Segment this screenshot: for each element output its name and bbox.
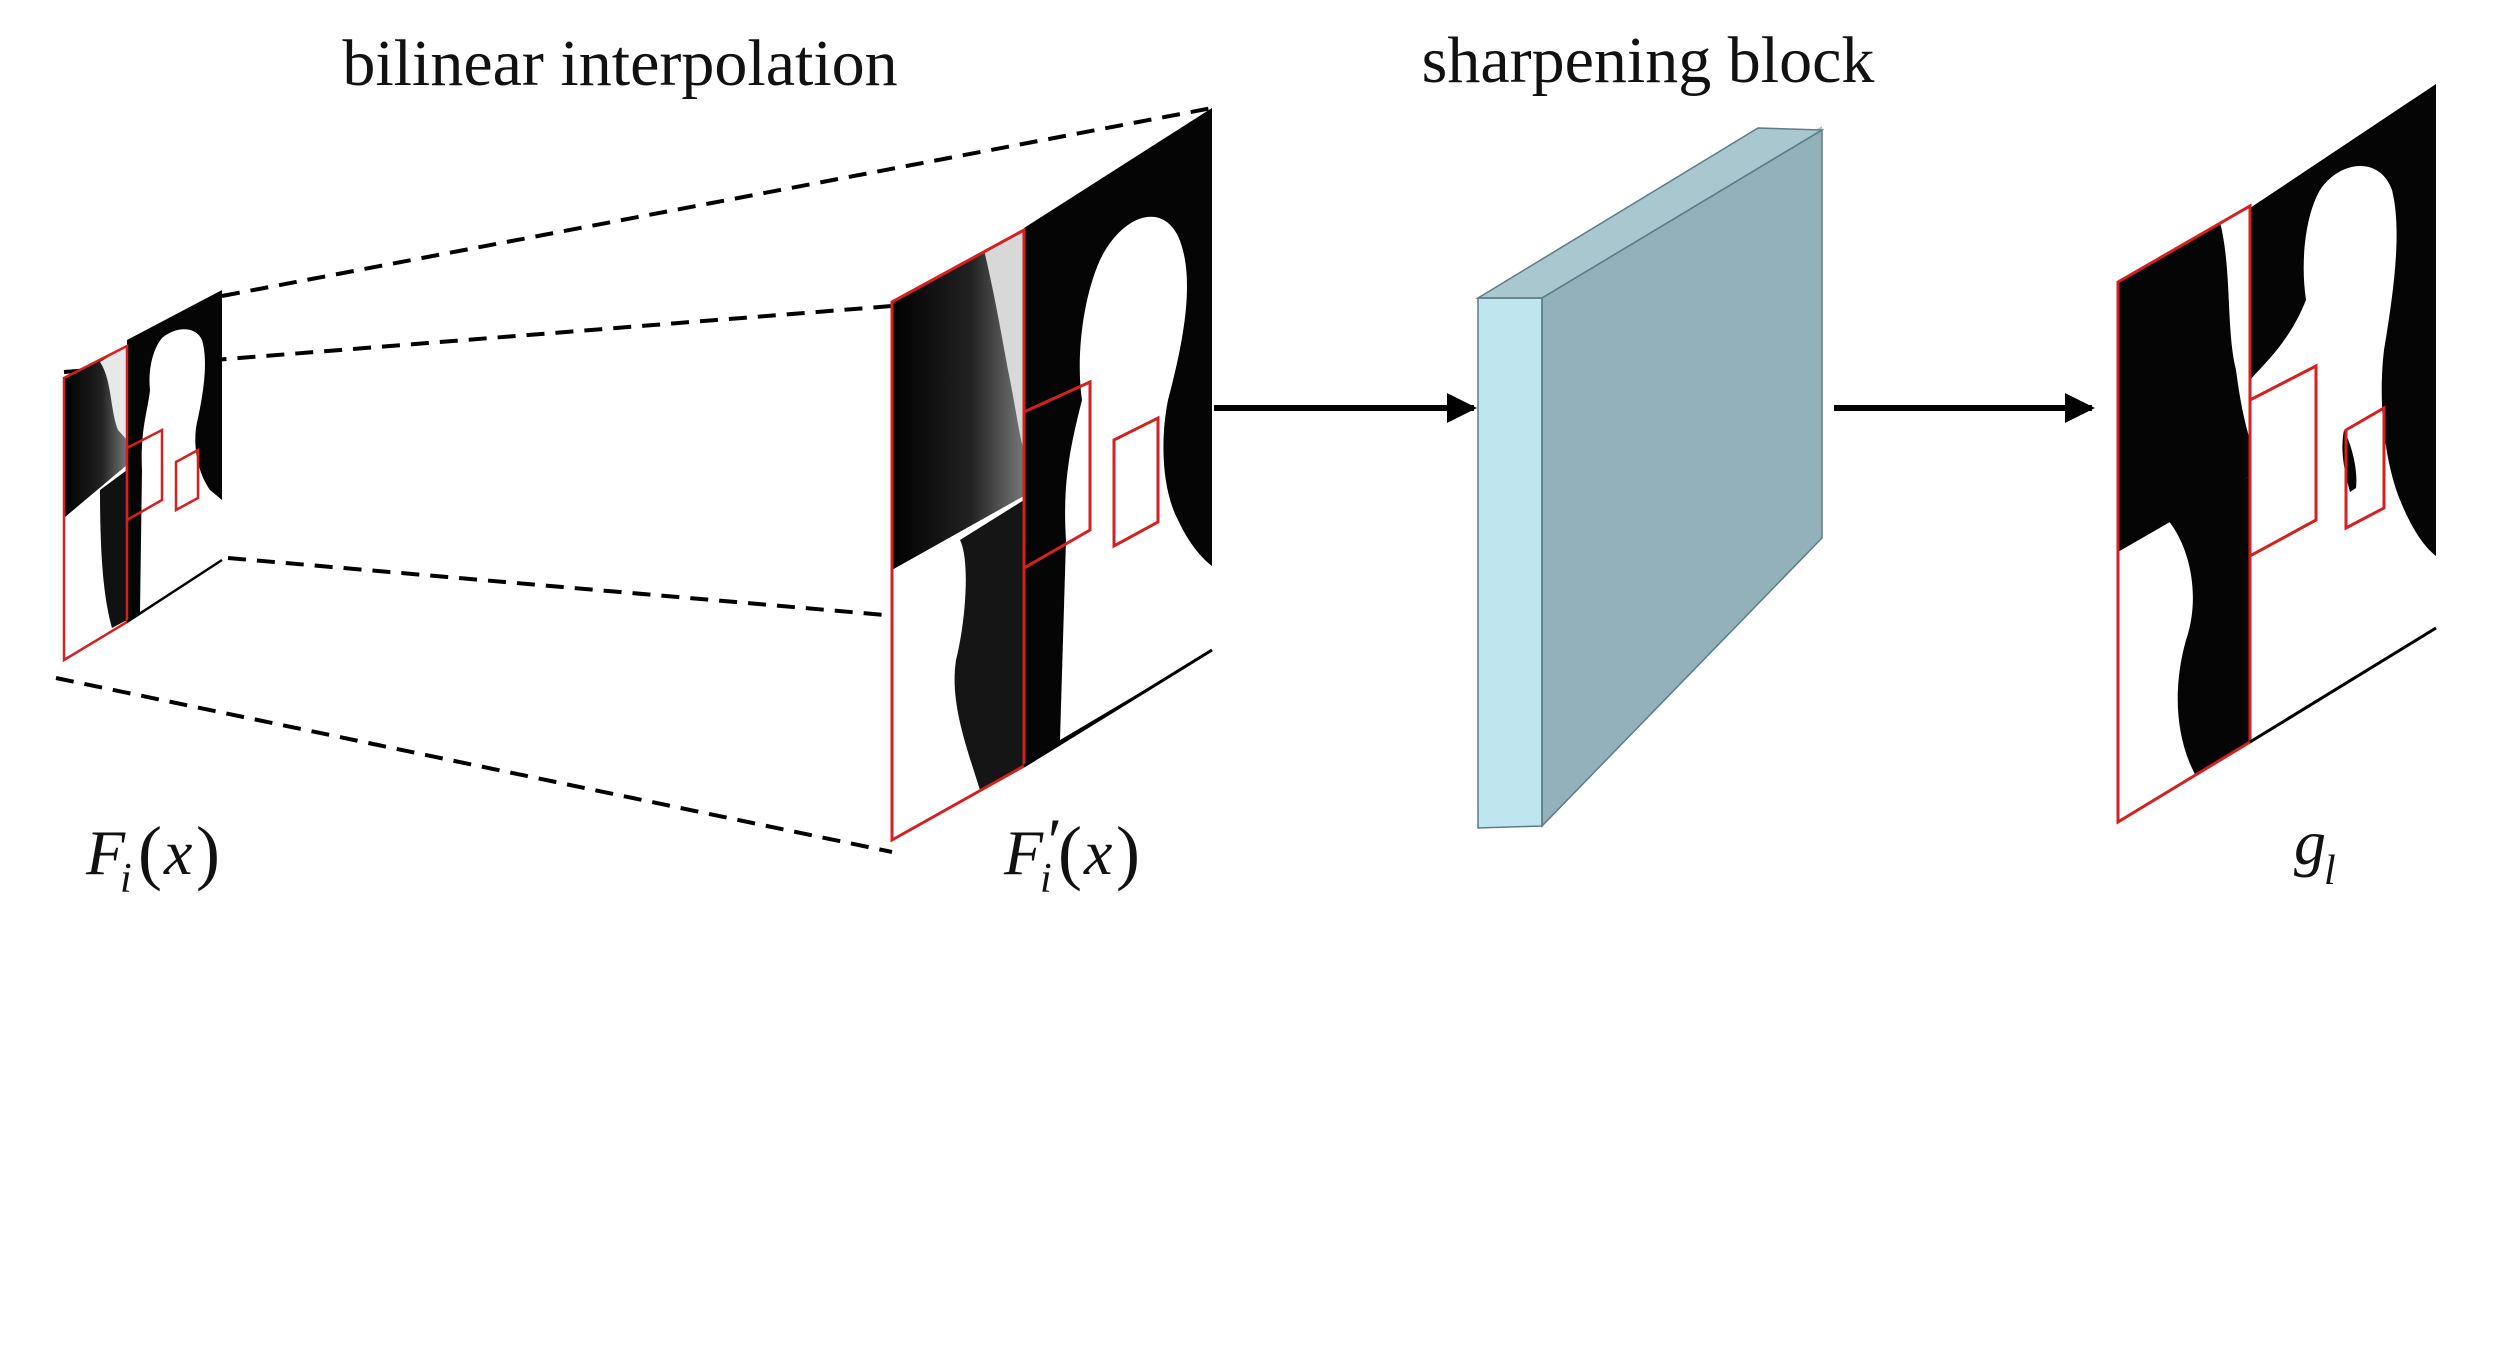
label-upsampled-sub: i [1040, 856, 1052, 902]
label-upsampled-arg: x [1083, 817, 1112, 888]
input-panel-left-bottom-stripe [100, 470, 127, 628]
label-upsampled-open: ( [1058, 812, 1082, 892]
sharpening-block [1475, 126, 1825, 829]
label-input: F i ( x ) [85, 812, 220, 902]
upsampled-panel-highlight-box-2 [1112, 415, 1160, 549]
upsampled-feature-panel [890, 108, 1213, 843]
label-upsampled-prime: ′ [1044, 805, 1059, 876]
upsampled-panel-silhouette [1060, 216, 1212, 741]
projection-line-top-inner [63, 304, 893, 374]
output-panel-left-bottom-stripe [2168, 476, 2250, 776]
label-upsampled-close: ) [1116, 812, 1140, 892]
sharpening-block-front-face [1478, 298, 1542, 828]
upsampled-panel-left-outline [890, 227, 1026, 843]
upsampled-panel-bottom-edge [1023, 648, 1213, 768]
label-upsampled: F i ′ ( x ) [1003, 805, 1140, 902]
upsampled-panel-left-light-stripe [984, 230, 1024, 450]
label-upsampled-main: F [1003, 817, 1044, 888]
input-panel-bottom-edge [126, 558, 223, 624]
sharpening-block-title: sharpening block [1422, 24, 1875, 97]
label-output-sub: l [2324, 848, 2336, 894]
sharpening-block-side-face [1542, 130, 1822, 826]
output-panel-highlight-box-2 [2344, 405, 2386, 531]
output-panel-highlight-box-1 [2248, 363, 2318, 559]
sharpening-block-top [1478, 128, 1822, 298]
label-input-arg: x [163, 817, 192, 888]
output-panel-left-top [2118, 206, 2250, 552]
output-panel [2116, 84, 2437, 825]
input-panel-highlight-box-2 [174, 447, 200, 513]
projection-line-bottom-outer [55, 676, 893, 854]
label-output-main: g [2294, 807, 2326, 878]
label-input-main: F [85, 817, 126, 888]
label-input-close: ) [196, 812, 220, 892]
input-panel-left-light-stripe [100, 346, 127, 440]
projection-line-top-outer [221, 106, 1213, 298]
projection-line-bottom-inner [227, 556, 886, 617]
upsampled-panel-left-bottom-stripe [954, 500, 1024, 790]
label-input-sub: i [120, 856, 132, 902]
input-panel-silhouette [140, 329, 222, 612]
label-output: g l [2294, 807, 2336, 894]
projection-lines [55, 106, 1213, 854]
output-panel-left-edge [2220, 206, 2250, 440]
input-panel-highlight-box-1 [125, 427, 164, 523]
bilinear-interpolation-title: bilinear interpolation [342, 27, 897, 100]
input-feature-panel [62, 290, 223, 663]
output-panel-bottom-edge [2249, 626, 2437, 744]
label-input-open: ( [138, 812, 162, 892]
upsampled-panel-highlight-box-1 [1022, 379, 1092, 571]
upsampled-panel-left-top [892, 230, 1024, 570]
